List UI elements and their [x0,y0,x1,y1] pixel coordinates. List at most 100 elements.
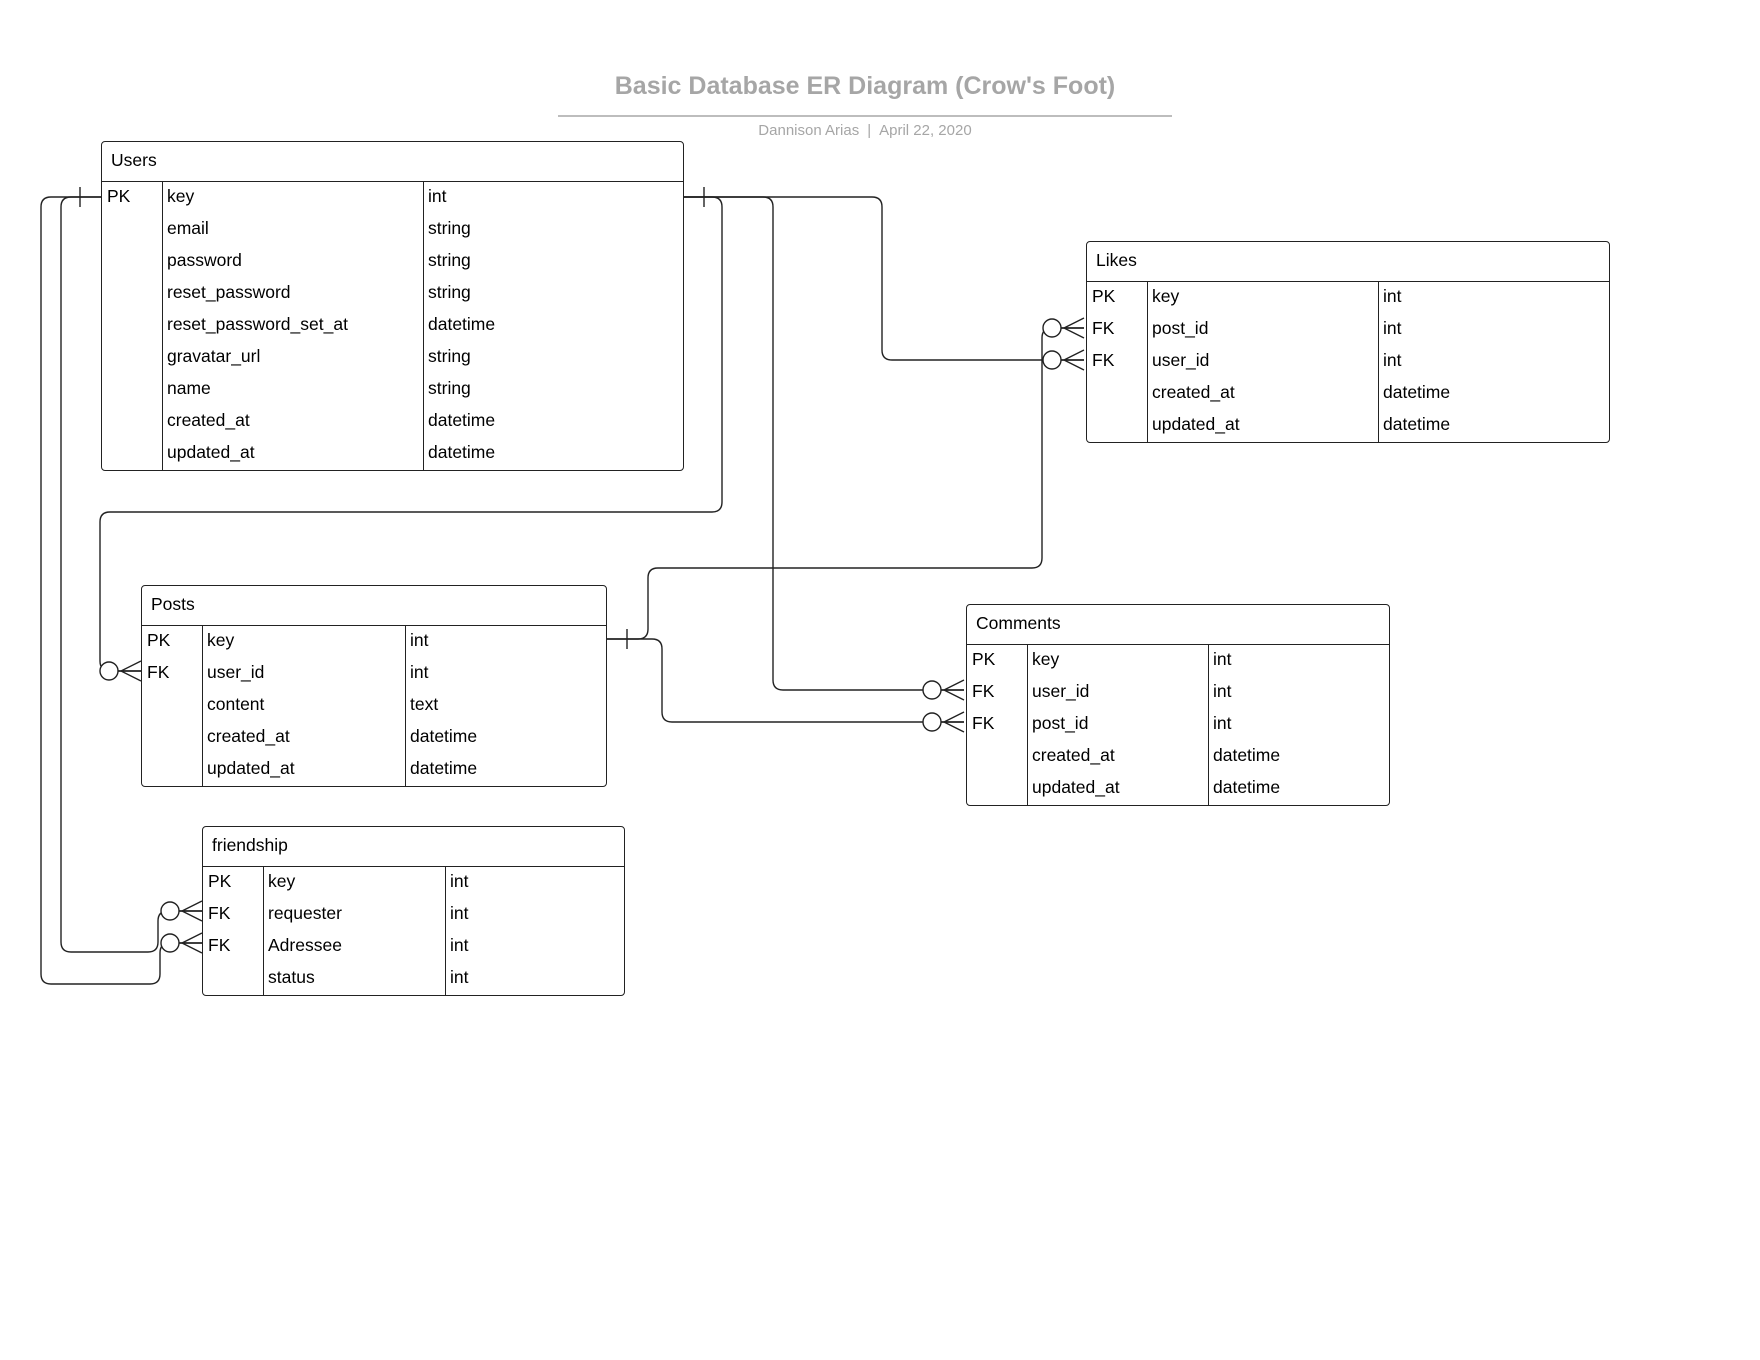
table-row: created_at datetime [142,722,606,754]
column-divider [1027,645,1028,805]
subtitle-separator: | [867,122,872,139]
field-name: created_at [1032,745,1115,765]
column-divider [1147,282,1148,442]
column-divider [1208,645,1209,805]
rel-users-comments [684,196,964,691]
author-label: Dannison Arias [758,122,860,139]
column-divider [1378,282,1379,442]
entity-likes-title: Likes [1087,242,1609,282]
table-row: updated_at datetime [102,438,683,470]
field-type: int [410,662,429,682]
date-label: April 22, 2020 [879,122,972,139]
key-marker: PK [147,630,171,650]
field-name: created_at [207,726,290,746]
key-marker: FK [972,713,995,733]
field-name: updated_at [1152,414,1240,434]
field-type: datetime [1213,777,1281,797]
table-row: name string [102,374,683,406]
field-name: updated_at [207,758,295,778]
field-type: int [410,630,429,650]
field-name: name [167,378,211,398]
field-type: int [450,967,469,987]
key-marker: FK [208,935,231,955]
key-marker: PK [107,186,131,206]
diagram-title: Basic Database ER Diagram (Crow's Foot) [614,72,1116,100]
key-marker: PK [972,649,996,669]
rel-users-friendship-adressee [40,196,202,985]
field-type: datetime [428,442,496,462]
entity-users-title: Users [102,142,683,182]
table-row: gravatar_url string [102,342,683,374]
column-divider [445,867,446,995]
table-row: FK user_id int [142,658,606,690]
field-name: user_id [1032,681,1090,701]
field-name: gravatar_url [167,346,261,366]
field-type: string [428,378,471,398]
field-type: datetime [428,314,496,334]
field-type: string [428,250,471,270]
field-type: int [1383,286,1402,306]
field-name: Adressee [268,935,342,955]
friendship-requester-crowsfoot [160,900,203,922]
entity-posts-title: Posts [142,586,606,626]
rel-posts-likes [607,327,1084,640]
field-name: updated_at [167,442,255,462]
column-divider [162,182,163,470]
key-marker: FK [147,662,170,682]
rel-posts-comments [607,638,964,723]
key-marker: FK [1092,350,1115,370]
rel-users-likes [684,196,1084,361]
field-type: string [428,346,471,366]
key-marker: PK [1092,286,1116,306]
comments-post-id-crowsfoot [922,711,965,733]
field-name: post_id [1152,318,1209,338]
field-type: datetime [410,726,478,746]
field-name: created_at [167,410,250,430]
key-marker: FK [1092,318,1115,338]
field-type: int [450,871,469,891]
entity-comments-title: Comments [967,605,1389,645]
entity-friendship-title: friendship [203,827,624,867]
field-type: int [450,935,469,955]
table-row: FK post_id int [967,709,1389,741]
column-divider [405,626,406,786]
likes-post-id-crowsfoot [1042,317,1085,339]
field-name: reset_password [167,282,291,302]
field-name: key [207,630,235,650]
comments-user-id-crowsfoot [922,679,965,701]
field-type: int [1383,350,1402,370]
field-name: user_id [207,662,265,682]
field-type: int [1213,713,1232,733]
field-name: requester [268,903,342,923]
column-divider [202,626,203,786]
field-type: int [1213,649,1232,669]
table-row: FK Adressee int [203,931,624,963]
field-type: datetime [1383,414,1451,434]
field-type: int [450,903,469,923]
field-type: int [428,186,447,206]
friendship-adressee-crowsfoot [160,932,203,954]
field-type: text [410,694,439,714]
field-name: post_id [1032,713,1089,733]
field-name: status [268,967,315,987]
